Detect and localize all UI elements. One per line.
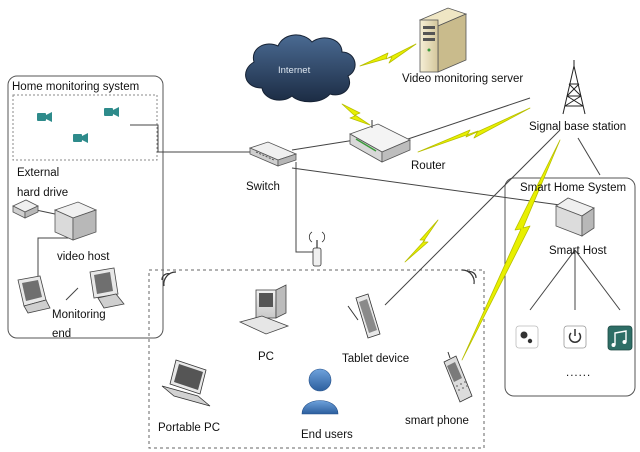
signal-tower-icon	[562, 60, 586, 115]
end-users-zone	[148, 269, 485, 449]
laptop-icon	[161, 359, 211, 407]
monitoring-end-label-line1: Monitoring	[52, 309, 106, 321]
external-hd-label-line2: hard drive	[17, 187, 69, 199]
user-icon	[301, 368, 339, 415]
monitor-icon	[17, 267, 125, 314]
connection-lines	[35, 97, 621, 311]
lightning-smarthost-tablet	[404, 219, 439, 263]
line-switch-smarthost	[291, 167, 561, 206]
video-host-icon	[53, 201, 98, 241]
line-smarthost-sensor	[529, 249, 576, 311]
line-base-smarthost	[577, 137, 601, 176]
monitoring-end-label-line2: end	[52, 328, 72, 340]
line-videohost-monitors	[37, 237, 73, 278]
wifi-icon	[161, 269, 477, 287]
lightning-internet-router	[341, 103, 371, 126]
home-monitoring-box	[7, 75, 164, 339]
external-hd-label-line1: External	[17, 167, 60, 179]
smart-home-title: Smart Home System	[520, 182, 627, 194]
smart-host-icon	[555, 197, 595, 237]
more-devices-dots: ......	[566, 367, 592, 379]
smart-host-label: Smart Host	[549, 245, 607, 257]
router-label: Router	[411, 160, 446, 172]
smart-phone-label: smart phone	[405, 415, 469, 427]
hard-drive-icon	[12, 199, 39, 219]
end-users-label: End users	[301, 429, 353, 441]
internet-label: Internet	[278, 65, 311, 76]
music-icon	[607, 325, 633, 351]
lightning-base-phone	[461, 139, 561, 361]
line-base-tablet	[384, 129, 561, 306]
wireless-links	[341, 43, 561, 361]
desktop-pc-icon	[238, 284, 290, 335]
power-icon	[563, 325, 587, 349]
smart-home-box	[504, 177, 636, 397]
antenna-icon	[308, 231, 326, 267]
switch-label: Switch	[246, 181, 280, 193]
cloud-icon	[245, 34, 356, 103]
line-switch-router	[291, 139, 356, 151]
pc-label: PC	[258, 351, 274, 363]
router-icon	[349, 120, 411, 163]
portable-pc-label: Portable PC	[158, 422, 221, 434]
line-base-router	[404, 97, 531, 141]
line-monitoring-switch	[130, 124, 252, 153]
phone-icon	[443, 351, 473, 403]
lightning-internet-server	[359, 43, 417, 67]
video-server-label: Video monitoring server	[402, 73, 524, 85]
tablet-icon	[347, 293, 381, 339]
camera-icon	[37, 107, 119, 143]
line-videohost-monitor2	[65, 287, 79, 301]
line-hd-videohost	[35, 209, 56, 215]
home-monitoring-title: Home monitoring system	[12, 81, 140, 93]
tablet-label: Tablet device	[342, 353, 410, 365]
line-smarthost-music	[574, 249, 621, 311]
line-switch-antenna	[295, 162, 316, 253]
video-host-label: video host	[57, 251, 110, 263]
signal-base-label: Signal base station	[529, 121, 627, 133]
lightning-base-router	[417, 107, 531, 153]
server-icon	[418, 7, 468, 73]
camera-panel	[12, 94, 158, 161]
switch-icon	[248, 141, 298, 167]
sensor-icon	[515, 325, 539, 349]
